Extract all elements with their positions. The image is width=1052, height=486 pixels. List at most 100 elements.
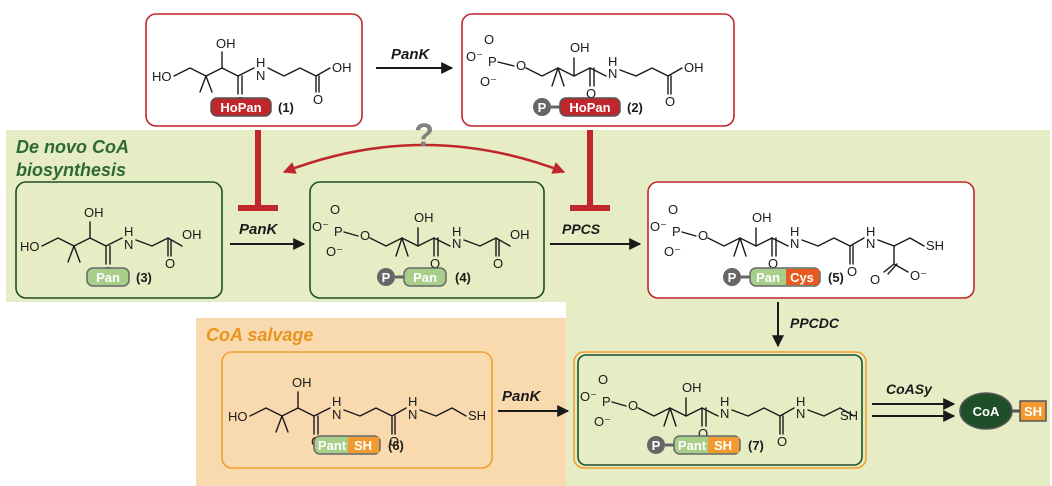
compound-2-box: O⁻ O P O⁻ O OH O H N O OH P HoPan (2) [461,13,735,127]
svg-text:OH: OH [510,227,530,242]
product-sh-tag: SH [1024,404,1042,419]
svg-text:O⁻: O⁻ [466,49,483,64]
svg-text:O: O [389,434,399,449]
svg-text:O: O [165,256,175,271]
compound-6-box: HO OH O H N O H N SH Pant SH (6) [221,351,493,469]
svg-text:N: N [790,236,799,251]
svg-text:O: O [698,426,708,441]
svg-text:OH: OH [216,36,236,51]
enzyme-pank-mid: PanK [239,221,279,238]
product-coa-label: CoA [973,404,1000,419]
salvage-title: CoA salvage [206,325,313,345]
svg-text:H: H [332,394,341,409]
compound-5-box: O⁻ O P O⁻ O OH O H N O H N SH O O⁻ P [647,181,975,299]
svg-text:O: O [484,32,494,47]
compound-6-number: (6) [388,438,404,453]
compound-4-phospho: P [382,270,391,285]
enzyme-pank-salvage: PanK [502,388,542,405]
denovo-title-line1: De novo CoA [16,137,129,157]
svg-text:OH: OH [332,60,352,75]
svg-text:O: O [870,272,880,287]
svg-text:O: O [493,256,503,271]
compound-6-tag-pant: Pant [318,438,347,453]
svg-text:N: N [866,236,875,251]
svg-text:N: N [720,406,729,421]
svg-text:O: O [777,434,787,449]
compound-1-number: (1) [278,100,294,115]
svg-text:H: H [408,394,417,409]
svg-text:O⁻: O⁻ [650,219,667,234]
inhibition-pank [238,130,278,211]
svg-text:O: O [360,228,370,243]
svg-text:H: H [124,224,133,239]
svg-text:P: P [334,224,343,239]
svg-text:OH: OH [414,210,434,225]
svg-text:H: H [866,224,875,239]
svg-text:N: N [796,406,805,421]
svg-text:H: H [256,55,265,70]
svg-text:OH: OH [570,40,590,55]
svg-text:H: H [720,394,729,409]
svg-text:O: O [628,398,638,413]
svg-text:HO: HO [20,239,40,254]
compound-1-tag: HoPan [220,100,261,115]
svg-text:N: N [332,407,341,422]
svg-text:N: N [408,407,417,422]
svg-text:SH: SH [840,408,858,423]
svg-text:OH: OH [684,60,704,75]
compound-3-tag: Pan [96,270,120,285]
svg-text:O: O [668,202,678,217]
svg-text:N: N [608,66,617,81]
svg-text:O: O [598,372,608,387]
svg-text:OH: OH [682,380,702,395]
compound-7-phospho: P [652,438,661,453]
svg-text:OH: OH [84,205,104,220]
svg-text:O⁻: O⁻ [594,414,611,429]
svg-text:OH: OH [182,227,202,242]
compound-3-box: HO OH O H N O OH Pan (3) [15,181,223,299]
svg-text:H: H [796,394,805,409]
compound-7-number: (7) [748,438,764,453]
compound-3-number: (3) [136,270,152,285]
svg-text:H: H [608,54,617,69]
enzyme-ppcdc: PPCDC [790,315,840,331]
svg-text:O⁻: O⁻ [480,74,497,89]
svg-text:O: O [313,92,323,107]
compound-5-tag-pan: Pan [756,270,780,285]
svg-text:O: O [698,228,708,243]
compound-4-box: O⁻ O P O⁻ O OH O H N O OH P Pan (4) [309,181,545,299]
svg-text:HO: HO [152,69,172,84]
compound-4-tag: Pan [413,270,437,285]
compound-4-number: (4) [455,270,471,285]
svg-text:O⁻: O⁻ [580,389,597,404]
svg-text:O⁻: O⁻ [910,268,927,283]
svg-text:SH: SH [926,238,944,253]
svg-text:P: P [488,54,497,69]
svg-text:O: O [430,256,440,271]
compound-1-box: HO OH O H N O OH HoPan (1) [145,13,363,127]
svg-text:OH: OH [292,375,312,390]
svg-text:O: O [768,256,778,271]
inhibition-ppcs [570,130,610,211]
compound-5-number: (5) [828,270,844,285]
svg-text:O⁻: O⁻ [326,244,343,259]
compound-7-tag-sh: SH [714,438,732,453]
svg-text:SH: SH [468,408,486,423]
svg-text:O: O [586,86,596,101]
svg-text:O: O [847,264,857,279]
compound-6-tag-sh: SH [354,438,372,453]
svg-text:N: N [256,68,265,83]
compound-5-phospho: P [728,270,737,285]
svg-text:HO: HO [228,409,248,424]
svg-text:O: O [665,94,675,109]
svg-text:P: P [602,394,611,409]
svg-text:O⁻: O⁻ [664,244,681,259]
svg-text:O: O [516,58,526,73]
svg-text:N: N [452,236,461,251]
svg-text:N: N [124,237,133,252]
enzyme-pank-top: PanK [391,46,431,63]
svg-text:H: H [452,224,461,239]
compound-7-tag-pant: Pant [678,438,707,453]
compound-2-tag: HoPan [569,100,610,115]
